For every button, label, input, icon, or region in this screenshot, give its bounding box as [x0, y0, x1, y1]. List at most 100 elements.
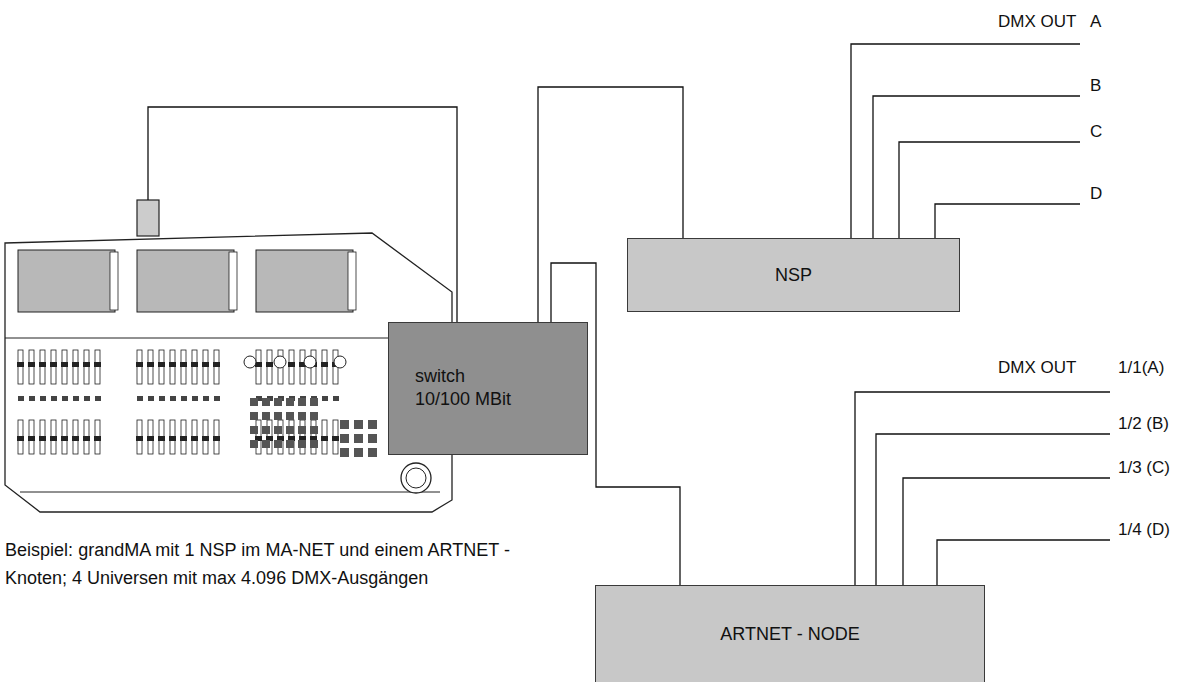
key: [262, 398, 270, 406]
fader-cap: [158, 436, 165, 441]
button: [170, 396, 176, 401]
button: [192, 396, 198, 401]
node-label: switch 10/100 MBit: [415, 365, 513, 411]
switch-box: switch 10/100 MBit: [388, 322, 588, 455]
dmx-wires: [851, 44, 1110, 585]
dmx-wire: [899, 142, 1080, 238]
fader-cap: [180, 436, 187, 441]
network-cable: [148, 107, 457, 322]
dmx-wire: [873, 96, 1080, 238]
button: [73, 396, 79, 401]
fader-cap: [39, 362, 46, 367]
fader: [95, 420, 100, 454]
fader: [181, 420, 186, 454]
key: [250, 398, 258, 406]
key: [340, 420, 349, 429]
fader: [322, 350, 327, 384]
fader-cap: [17, 362, 24, 367]
button: [18, 396, 24, 401]
fader: [333, 420, 338, 454]
fader-cap: [202, 362, 209, 367]
button: [322, 396, 328, 401]
fader: [62, 350, 67, 384]
key: [262, 426, 270, 434]
console-connector: [137, 200, 159, 236]
key: [274, 412, 282, 420]
fader: [192, 350, 197, 384]
key: [298, 426, 306, 434]
key: [286, 412, 294, 420]
encoder: [244, 356, 256, 368]
fader: [170, 350, 175, 384]
fader-cap: [72, 436, 79, 441]
fader-cap: [321, 436, 328, 441]
button: [84, 396, 90, 401]
fader-cap: [50, 362, 57, 367]
port-name: B: [1090, 76, 1101, 96]
fader-cap: [213, 436, 220, 441]
key: [274, 440, 282, 448]
node-label: ARTNET - NODE: [720, 623, 859, 646]
port-name: 1/2 (B): [1118, 414, 1169, 434]
encoder: [274, 356, 286, 368]
console-divider: [5, 338, 452, 339]
fader-cap: [61, 436, 68, 441]
button: [29, 396, 35, 401]
fader-cap: [83, 436, 90, 441]
fader: [192, 420, 197, 454]
dmx-wire: [876, 434, 1110, 585]
fader: [267, 350, 272, 384]
key: [340, 448, 349, 457]
key: [354, 420, 363, 429]
fader: [278, 420, 283, 454]
key: [310, 412, 318, 420]
fader: [300, 350, 305, 384]
fader: [203, 420, 208, 454]
port-name: 1/1(A): [1118, 358, 1164, 378]
fader: [51, 350, 56, 384]
fader: [148, 350, 153, 384]
fader-cap: [17, 436, 24, 441]
console-body: [5, 233, 452, 512]
fader-cap: [169, 436, 176, 441]
key: [368, 434, 377, 443]
fader: [256, 420, 261, 454]
fader: [322, 420, 327, 454]
button: [51, 396, 57, 401]
fader-cap: [213, 362, 220, 367]
dmx-wire: [935, 204, 1080, 238]
key: [340, 434, 349, 443]
console-front-edge: [20, 492, 440, 493]
key: [286, 426, 294, 434]
fader-cap: [266, 362, 273, 367]
key: [310, 426, 318, 434]
fader: [148, 420, 153, 454]
fader: [84, 420, 89, 454]
fader-cap: [288, 362, 295, 367]
key: [286, 440, 294, 448]
key: [250, 440, 258, 448]
fader: [95, 350, 100, 384]
port-name: C: [1090, 122, 1102, 142]
fader: [159, 350, 164, 384]
console-screen: [137, 250, 234, 312]
key: [262, 440, 270, 448]
console-screen: [256, 250, 353, 312]
encoder: [334, 356, 346, 368]
fader-cap: [94, 362, 101, 367]
fader: [267, 420, 272, 454]
fader-cap: [50, 436, 57, 441]
nsp-box: NSP: [627, 238, 960, 312]
fader: [256, 350, 261, 384]
fader: [73, 420, 78, 454]
key: [250, 412, 258, 420]
fader: [18, 350, 23, 384]
fader-cap: [321, 362, 328, 367]
fader-cap: [72, 362, 79, 367]
fader: [289, 350, 294, 384]
dmx-wire: [937, 540, 1110, 585]
button: [95, 396, 101, 401]
fader-cap: [191, 436, 198, 441]
key: [274, 426, 282, 434]
port-name: D: [1090, 184, 1102, 204]
